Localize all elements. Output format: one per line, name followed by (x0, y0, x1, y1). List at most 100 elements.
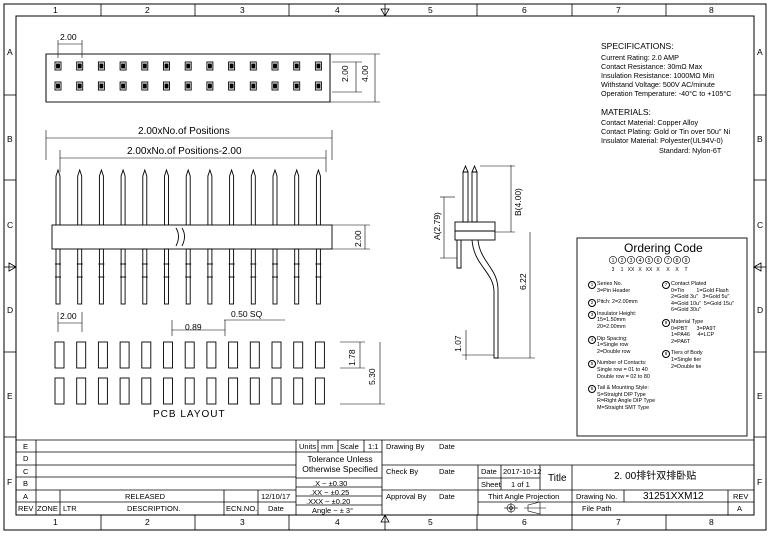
order-item-line: 6=Gold 30u" (671, 307, 701, 314)
column-label: 5 (428, 517, 433, 527)
pcb-pad (293, 377, 304, 405)
order-code-value: X (666, 267, 670, 273)
check-by-label: Check By (386, 467, 419, 476)
pcb-pad (163, 341, 173, 369)
column-label: 3 (240, 517, 245, 527)
order-item-number: 7 (662, 281, 670, 289)
drawing-title: 2. 00排针双排卧贴 (614, 471, 697, 482)
front-pin (55, 168, 61, 305)
dim-height-top: 2.00 (340, 65, 350, 82)
top-pin (271, 81, 279, 91)
order-code-circle-number: 5 (648, 258, 651, 264)
front-pin (206, 168, 213, 305)
order-code-circle-number: 9 (685, 258, 688, 264)
top-pin (206, 81, 214, 91)
centering-marks (8, 8, 762, 523)
pcb-pad (119, 341, 130, 369)
dim-insulator: 2.00 (353, 230, 363, 247)
description-header: DESCRIPTION. (127, 504, 181, 513)
material-line: Contact Plating: Gold or Tin over 50u" N… (601, 127, 731, 137)
order-item-number: 2 (588, 299, 596, 308)
dim-pitch-top: 2.00 (60, 32, 77, 42)
tolerance-xx: .XX ~ ±0.25 (310, 488, 350, 497)
pcb-pad (271, 341, 282, 369)
dim-side-a: A(2.79) (432, 212, 442, 240)
order-code-circle (627, 256, 635, 264)
pcb-pad (163, 377, 173, 405)
top-pin (97, 81, 105, 91)
rev-a-date: 12/10/17 (261, 492, 291, 501)
rev-letter-d: D (23, 454, 29, 463)
pcb-pad (76, 341, 87, 369)
rev-letter-e: E (23, 442, 29, 451)
projection-label: Thirt Angle Projection (488, 492, 560, 501)
order-item-line: 3=Pin Header (597, 287, 631, 294)
order-item-line: 15=1.50mm (597, 317, 626, 324)
dim-width-top: 4.00 (360, 65, 370, 82)
dim-square: 0.50 SQ (231, 309, 263, 319)
order-code-circle (664, 256, 672, 264)
drawing-number: 31251XXM12 (643, 491, 704, 502)
order-code-circle-number: 1 (612, 258, 615, 264)
pcb-pad (54, 377, 65, 405)
tolerance-angle: Angle ~ ± 3° (312, 506, 354, 515)
order-item-number: 4 (588, 335, 596, 344)
order-item-number: 3 (588, 310, 596, 319)
pcb-pads (54, 341, 325, 405)
column-label: 3 (240, 5, 245, 15)
top-pin (249, 61, 257, 71)
order-item-line: Number of Contacts: (597, 360, 647, 367)
top-pin (271, 61, 279, 71)
material-line: Insulator Material: Polyester(UL94V-0) (601, 136, 723, 146)
top-pin (119, 81, 127, 91)
pcb-pad (97, 341, 108, 369)
rev-a-description: RELEASED (125, 492, 166, 501)
approval-by-date-label: Date (439, 492, 455, 501)
top-pin (314, 81, 322, 91)
order-item-line: 2=Double row (597, 348, 631, 355)
order-item-line: 1=Single row (597, 342, 629, 349)
specification-line: Operation Temperature: -40°C to +105°C (601, 89, 732, 99)
top-pin (163, 61, 170, 71)
sheet-label: Sheet (481, 480, 501, 489)
order-item-line: 2=Gold 3u" 3=Gold 5u" (671, 294, 730, 301)
tolerance-x: .X ~ ±0.30 (313, 479, 348, 488)
top-pin (184, 81, 192, 91)
side-view (454, 164, 499, 359)
rev-value: A (737, 504, 743, 513)
front-pin (163, 168, 170, 305)
top-pin (293, 81, 301, 91)
ordering-code-title: Ordering Code (624, 241, 703, 255)
projection-symbol (504, 501, 546, 515)
dimension-lines (45, 40, 535, 405)
ordering-code-box (576, 237, 748, 437)
order-item-number: 5 (588, 360, 596, 369)
top-pin (76, 61, 84, 71)
top-pin (228, 61, 236, 71)
order-item-line: 1=Single tier (671, 356, 702, 363)
top-pin (228, 81, 236, 91)
column-label: 4 (335, 5, 340, 15)
front-pin (250, 168, 257, 305)
order-item-number: 9 (662, 350, 670, 359)
top-pin (314, 61, 322, 71)
column-label: 4 (335, 517, 340, 527)
pcb-pad (119, 377, 130, 405)
top-pin (206, 61, 214, 71)
drawing-no-label: Drawing No. (576, 492, 618, 501)
order-code-value: X (656, 267, 660, 273)
row-label: E (7, 391, 13, 401)
drawing-by-label: Drawing By (386, 442, 425, 451)
title-block-lines (16, 439, 754, 515)
column-label: 6 (522, 517, 527, 527)
dim-overall: 2.00xNo.of Positions (138, 126, 230, 137)
title-label: Title (548, 473, 567, 484)
